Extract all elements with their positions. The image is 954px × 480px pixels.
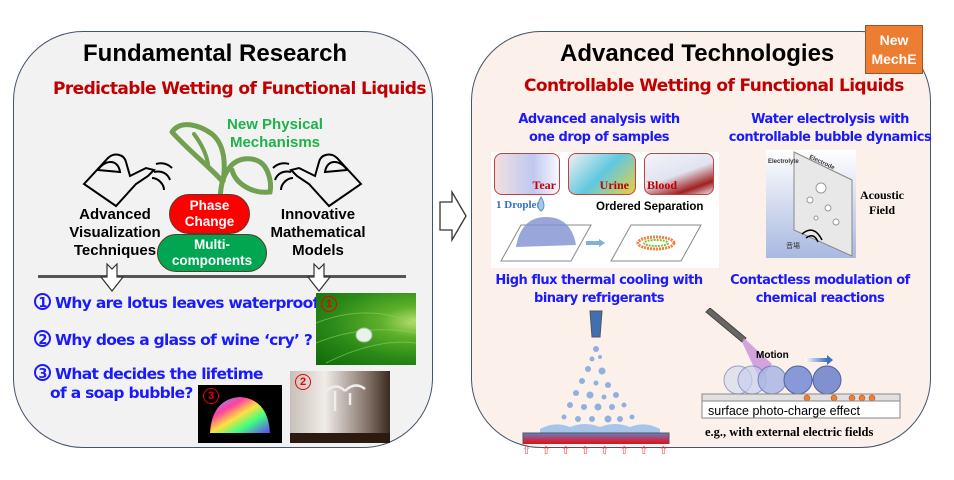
surface-photo-charge-label: surface photo-charge effect: [708, 404, 860, 418]
acoustic-field-label: Acoustic Field: [860, 188, 904, 217]
down-arrow-right-icon: [307, 263, 331, 292]
advanced-visualization-label: Advanced Visualization Techniques: [69, 206, 161, 259]
heat-arrow-icon: ⇧: [541, 445, 551, 457]
lotus-leaf-photo: 1: [316, 293, 416, 365]
acoustic-field-cjk-label: 音場: [786, 243, 800, 250]
section-cooling-title: High flux thermal cooling with binary re…: [495, 273, 703, 306]
heat-arrow-icon: ⇧: [561, 445, 571, 457]
section-electrolysis-title: Water electrolysis with controllable bub…: [728, 112, 932, 145]
down-arrow-left-icon: [100, 263, 124, 292]
photo-charge-diagram: [701, 308, 901, 419]
left-panel-title: Fundamental Research: [83, 40, 348, 67]
droplet-separation-diagram: [500, 196, 702, 262]
new-physical-mechanisms-label: New Physical Mechanisms: [227, 116, 323, 151]
watering-can-left-icon: [82, 153, 173, 208]
section-analysis-title: Advanced analysis with one drop of sampl…: [518, 112, 680, 145]
heat-arrow-icon: ⇧: [522, 445, 532, 457]
soap-bubble-photo: 3: [198, 385, 282, 443]
sample-urine: Urine: [568, 153, 636, 195]
wine-tears-photo: 2: [290, 371, 390, 443]
right-panel-title: Advanced Technologies: [560, 40, 835, 67]
photo-badge-1: 1: [321, 296, 337, 312]
motion-label: Motion: [756, 350, 789, 361]
innovative-models-label: Innovative Mathematical Models: [270, 206, 366, 259]
section-modulation-title: Contactless modulation of chemical react…: [730, 273, 910, 306]
sprout-icon: [169, 122, 273, 207]
multi-components-pill: Multi-components: [157, 234, 267, 272]
heat-arrow-icon: ⇧: [658, 445, 668, 457]
electrolyte-label: Electrolyte: [768, 159, 799, 165]
right-panel-subtitle: Controllable Wetting of Functional Liqui…: [524, 76, 904, 96]
right-arrow-icon: [439, 190, 467, 242]
spray-cooling-diagram: [522, 310, 670, 444]
ordered-separation-label: Ordered Separation: [596, 201, 704, 213]
electrolysis-diagram: [766, 150, 856, 258]
watering-can-right-icon: [272, 153, 363, 208]
photo-badge-3: 3: [203, 388, 219, 404]
sample-blood: Blood: [644, 153, 714, 195]
heat-arrow-icon: ⇧: [600, 445, 610, 457]
heat-arrow-icon: ⇧: [639, 445, 649, 457]
heat-flux-arrows: ⇧ ⇧ ⇧ ⇧ ⇧ ⇧ ⇧ ⇧: [522, 445, 668, 457]
heat-arrow-icon: ⇧: [619, 445, 629, 457]
external-fields-caption: e.g., with external electric fields: [705, 425, 874, 439]
sample-tear: Tear: [494, 153, 560, 195]
divider-line: [38, 275, 406, 278]
left-panel-subtitle: Predictable Wetting of Functional Liquid…: [53, 79, 426, 99]
heat-arrow-icon: ⇧: [580, 445, 590, 457]
photo-badge-2: 2: [295, 374, 311, 390]
droplet-label: 1 Droplet: [496, 199, 541, 211]
question-3-line2: of a soap bubble?: [50, 384, 193, 402]
